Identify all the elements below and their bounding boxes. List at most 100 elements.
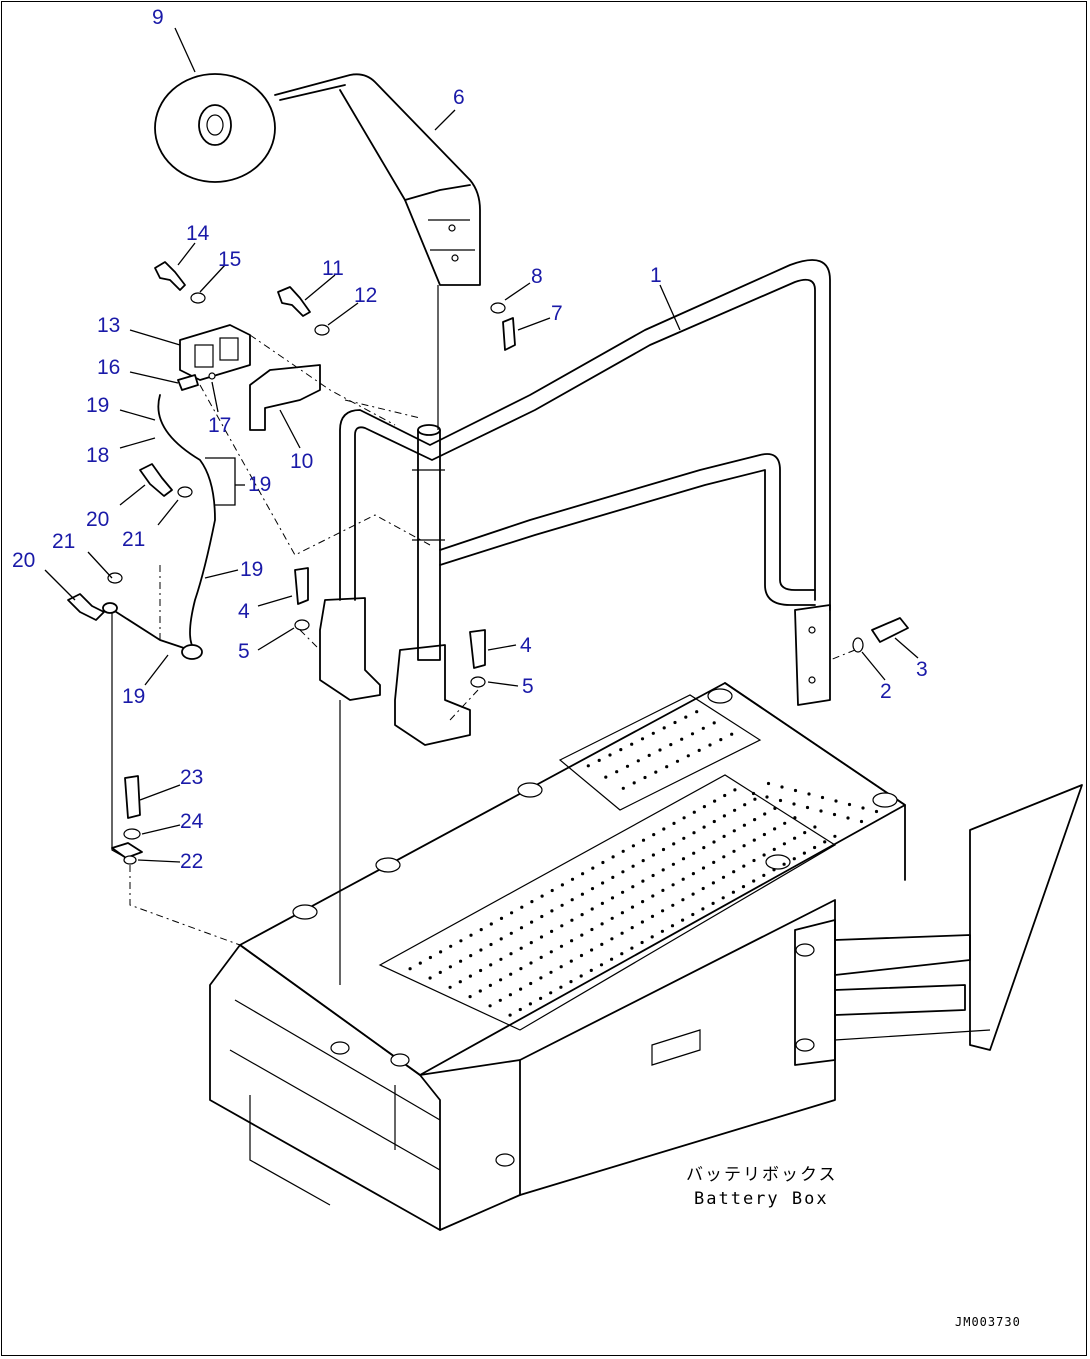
perforation-dot <box>610 916 614 920</box>
perforation-dot <box>540 894 544 898</box>
perforation-dot <box>510 911 514 915</box>
assembly-lines <box>129 334 856 985</box>
perforation-dot <box>539 996 543 1001</box>
perforation-dot <box>722 814 727 818</box>
perforation-dot <box>509 972 513 976</box>
perforation-dot <box>732 870 736 874</box>
perforation-dot <box>428 976 432 980</box>
perforation-dot <box>730 732 734 736</box>
perforation-dot <box>665 765 669 769</box>
perforation-dot <box>615 770 619 774</box>
perforation-dot <box>712 840 716 844</box>
mirror-stay <box>154 73 481 430</box>
perforation-dot <box>608 753 612 757</box>
perforation-dot <box>847 802 852 807</box>
perforation-dot <box>509 952 513 956</box>
perforation-dot <box>630 742 634 746</box>
perforation-dot <box>519 946 523 950</box>
perforation-dot <box>793 836 797 840</box>
perforation-dot <box>499 978 503 982</box>
perforation-dot <box>641 879 645 883</box>
perforation-dot <box>621 870 625 874</box>
battery-box-label-en: Battery Box <box>694 1189 829 1209</box>
perforation-dot <box>802 851 807 855</box>
perforation-dot <box>528 1002 533 1006</box>
perforation-dot <box>813 845 817 850</box>
perforation-dot <box>766 781 771 786</box>
perforation-dot <box>590 887 595 891</box>
perforation-dot <box>469 954 473 958</box>
callout-3: 3 <box>916 658 928 681</box>
perforation-dot <box>686 754 690 758</box>
fasteners <box>67 261 909 865</box>
perforation-dot <box>529 941 533 945</box>
perforation-dot <box>499 916 504 921</box>
perforation-dot <box>732 849 736 853</box>
perforation-dot <box>489 942 493 947</box>
perforation-dot <box>539 935 544 939</box>
perforation-dot <box>751 791 756 796</box>
perforation-dot <box>861 806 865 810</box>
perforation-dot <box>681 877 685 881</box>
perforation-dot <box>691 912 695 917</box>
perforation-dot <box>697 748 701 753</box>
perforation-dot <box>559 944 564 948</box>
perforation-dot <box>712 819 716 824</box>
callout-5: 5 <box>238 640 250 663</box>
perforation-dot <box>620 911 625 915</box>
perforation-dot <box>792 857 796 861</box>
perforation-dot <box>752 858 756 863</box>
perforation-dot <box>701 886 705 891</box>
perforation-dot <box>625 764 630 768</box>
battery-box-label-jp: バッテリボックス <box>686 1165 838 1185</box>
perforation-dot <box>661 868 665 872</box>
perforation-dot <box>692 810 696 814</box>
perforation-dot <box>590 907 594 911</box>
perforation-dot <box>610 896 615 900</box>
perforation-dot <box>580 913 584 917</box>
perforation-dot <box>604 775 608 779</box>
perforation-dot <box>765 795 769 799</box>
perforation-dot <box>823 840 827 844</box>
perforation-dot <box>654 770 658 774</box>
perforation-dot <box>509 931 513 935</box>
perforation-dot <box>661 909 665 913</box>
perforation-dot <box>479 968 483 973</box>
perforation-dot <box>570 939 574 943</box>
perforation-dot <box>658 748 662 752</box>
perforation-dot <box>459 959 463 963</box>
perforation-dot <box>601 860 605 865</box>
perforation-dot <box>681 918 685 922</box>
perforation-dot <box>651 853 656 857</box>
perforation-dot <box>832 812 837 817</box>
perforation-dot <box>772 847 776 852</box>
drawing-code: JM003730 <box>955 1315 1021 1329</box>
perforation-dot <box>652 833 656 837</box>
perforation-dot <box>762 832 767 837</box>
perforation-dot <box>793 788 798 793</box>
perforation-dot <box>641 838 646 842</box>
callout-19: 19 <box>122 685 145 708</box>
perforation-dot <box>743 803 747 807</box>
perforation-dot <box>793 816 797 820</box>
perforation-dot <box>713 799 717 803</box>
perforation-dot <box>651 731 655 735</box>
perforation-dot <box>651 894 655 898</box>
perforation-dot <box>550 929 554 934</box>
perforation-dot <box>671 862 676 866</box>
perforation-dot <box>662 726 666 730</box>
perforation-dot <box>670 924 675 928</box>
callout-21: 21 <box>122 528 145 551</box>
perforation-dot <box>672 842 676 846</box>
leader-lines <box>44 27 919 863</box>
perforation-dot <box>721 896 725 900</box>
perforation-dot <box>722 834 726 839</box>
callout-19: 19 <box>240 558 263 581</box>
perforation-dot <box>643 775 647 780</box>
perforation-dot <box>733 808 737 812</box>
perforation-dot <box>682 816 686 820</box>
perforation-dot <box>719 738 723 742</box>
perforation-dot <box>459 939 463 943</box>
perforation-dot <box>834 799 838 803</box>
callout-15: 15 <box>218 248 241 271</box>
